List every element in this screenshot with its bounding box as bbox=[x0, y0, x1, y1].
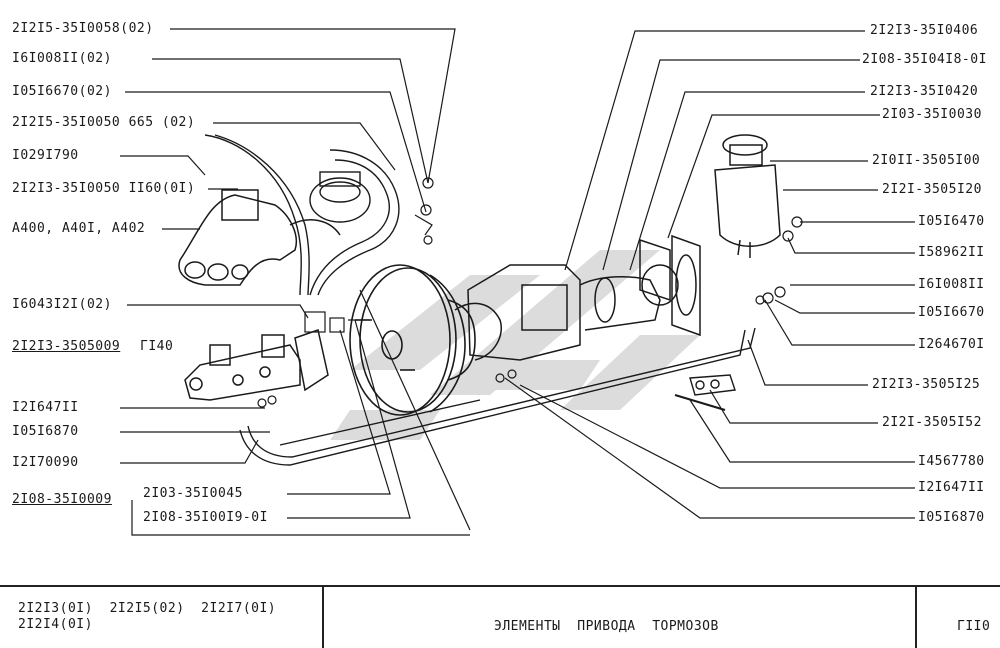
part-label-right: 2I2I3-3505I25 bbox=[872, 377, 981, 392]
part-label-left: I029I790 bbox=[12, 148, 79, 163]
part-label-left: I05I6670(02) bbox=[12, 84, 112, 99]
fluid-reservoir bbox=[714, 134, 781, 258]
sheet-title: ЭЛЕМЕНТЫ ПРИВОДА ТОРМОЗОВ bbox=[494, 619, 719, 634]
title-block-divider bbox=[322, 587, 324, 648]
part-label-right: 2I2I-3505I20 bbox=[882, 182, 982, 197]
model-list-line-1: 2I2I3(0I) 2I2I5(02) 2I2I7(0I) bbox=[18, 601, 277, 616]
part-label-left: I2I647II bbox=[12, 400, 79, 415]
page-reference-label: ГI40 bbox=[140, 339, 174, 354]
part-label-left: I6I008II(02) bbox=[12, 51, 112, 66]
part-label-right: 2I0II-3505I00 bbox=[872, 153, 981, 168]
part-label-left: 2I2I3-35I0050 II60(0I) bbox=[12, 181, 196, 196]
part-label-left: I6043I2I(02) bbox=[12, 297, 112, 312]
master-cylinder bbox=[184, 329, 329, 401]
watermark-logo bbox=[330, 250, 700, 440]
title-block: 2I2I3(0I) 2I2I5(02) 2I2I7(0I) 2I2I4(0I) … bbox=[0, 585, 1000, 648]
part-label-right: I05I6670 bbox=[918, 305, 985, 320]
brake-drive-exploded-diagram bbox=[120, 28, 915, 536]
part-label-right: 2I2I3-35I0420 bbox=[870, 84, 979, 99]
part-label-left: 2I03-35I0045 bbox=[143, 486, 243, 501]
part-label-right: I58962II bbox=[918, 245, 985, 260]
part-label-left: A400, A40I, A402 bbox=[12, 221, 146, 236]
mounting-plate bbox=[639, 234, 701, 337]
vacuum-brake-booster bbox=[349, 264, 476, 416]
model-list-line-2: 2I2I4(0I) bbox=[18, 617, 93, 632]
part-label-left: 2I2I5-35I0058(02) bbox=[12, 21, 154, 36]
vacuum-hoses bbox=[204, 134, 400, 296]
title-block-divider bbox=[915, 587, 917, 648]
part-label-right: 2I03-35I0030 bbox=[882, 107, 982, 122]
assembly-label-master-cylinder: 2I2I3-3505009 bbox=[12, 339, 121, 354]
part-label-right: I05I6470 bbox=[918, 214, 985, 229]
assembly-label-booster: 2I08-35I0009 bbox=[12, 492, 112, 507]
hose-clamps bbox=[414, 177, 434, 245]
pipe-clip bbox=[689, 374, 736, 396]
push-rod-fitting bbox=[304, 311, 370, 333]
part-label-left: 2I2I5-35I0050 665 (02) bbox=[12, 115, 196, 130]
sheet-number: ГII0 bbox=[957, 619, 991, 634]
part-label-right: 2I08-35I04I8-0I bbox=[862, 52, 987, 67]
part-label-right: I05I6870 bbox=[918, 510, 985, 525]
fastening-bolt bbox=[674, 394, 726, 411]
vacuum-valve bbox=[309, 171, 371, 223]
pedal-bracket bbox=[454, 264, 679, 361]
part-label-left: 2I08-35I00I9-0I bbox=[143, 510, 268, 525]
leader-lines-left bbox=[120, 28, 471, 536]
part-label-right: I264670I bbox=[918, 337, 985, 352]
nuts-lower bbox=[257, 369, 517, 408]
brake-pipes bbox=[239, 327, 756, 466]
part-label-left: I2I70090 bbox=[12, 455, 79, 470]
part-label-right: I2I647II bbox=[918, 480, 985, 495]
nuts-washers-right bbox=[755, 216, 803, 305]
part-label-left: I05I6870 bbox=[12, 424, 79, 439]
part-label-right: 2I2I-3505I52 bbox=[882, 415, 982, 430]
leader-lines-right bbox=[504, 30, 915, 519]
part-label-right: I4567780 bbox=[918, 454, 985, 469]
part-label-right: I6I008II bbox=[918, 277, 985, 292]
part-label-right: 2I2I3-35I0406 bbox=[870, 23, 979, 38]
intake-manifold bbox=[178, 189, 341, 286]
